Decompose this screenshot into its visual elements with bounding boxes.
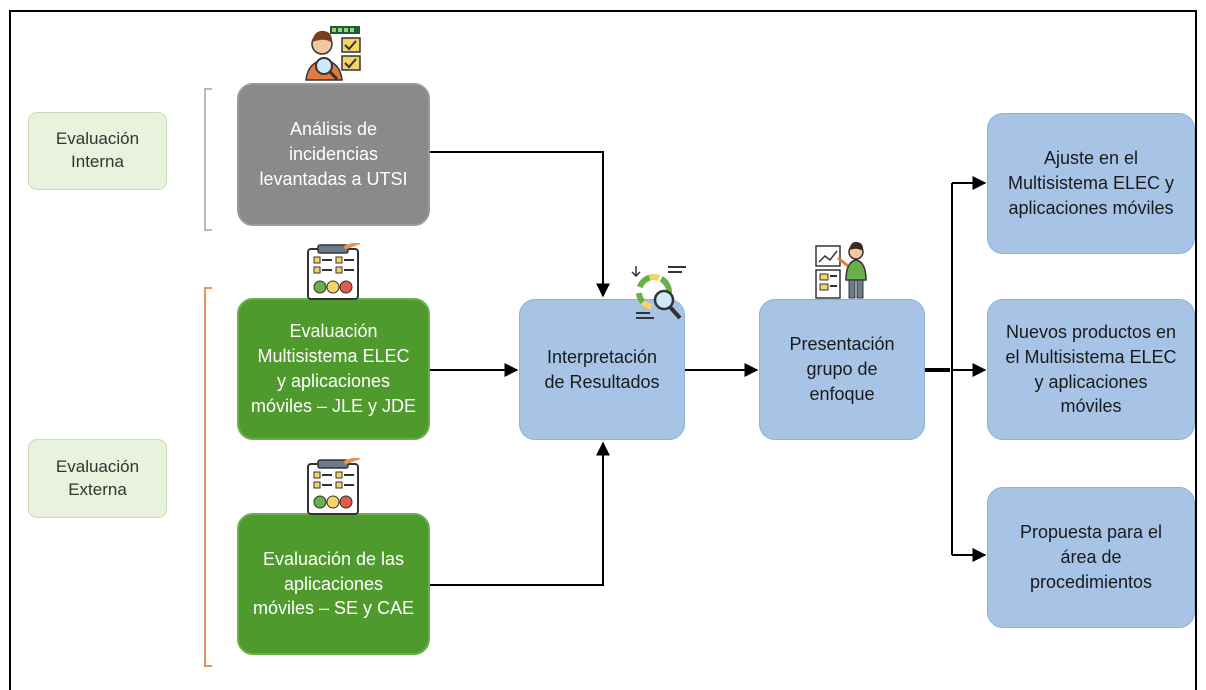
presenter-board-icon <box>815 241 867 299</box>
box-propuesta-procedimientos: Propuesta para el área de procedimientos <box>987 487 1195 628</box>
external-bracket <box>204 287 212 667</box>
arrow-incidencias-to-interpretacion <box>430 151 610 298</box>
label-evaluacion-interna: Evaluación Interna <box>28 112 167 190</box>
box-interpretacion-resultados: Interpretación de Resultados <box>519 299 685 440</box>
label-evaluacion-externa: Evaluación Externa <box>28 439 167 518</box>
box-ajuste-multisistema: Ajuste en el Multisistema ELEC y aplicac… <box>987 113 1195 254</box>
arrow-aplicaciones-to-interpretacion <box>430 441 610 586</box>
internal-bracket <box>204 88 212 231</box>
person-magnifier-checklist-icon <box>305 26 361 81</box>
box-nuevos-productos: Nuevos productos en el Multisistema ELEC… <box>987 299 1195 440</box>
survey-checklist-icon <box>307 458 361 515</box>
box-evaluacion-aplicaciones: Evaluación de las aplicaciones móviles –… <box>237 513 430 655</box>
box-presentacion-grupo: Presentación grupo de enfoque <box>759 299 925 440</box>
box-analisis-incidencias: Análisis de incidencias levantadas a UTS… <box>237 83 430 226</box>
analytics-magnifier-icon <box>631 266 686 320</box>
diagram-frame <box>9 10 1197 690</box>
survey-checklist-icon <box>307 243 361 300</box>
box-evaluacion-multisistema: Evaluación Multisistema ELEC y aplicacio… <box>237 298 430 440</box>
